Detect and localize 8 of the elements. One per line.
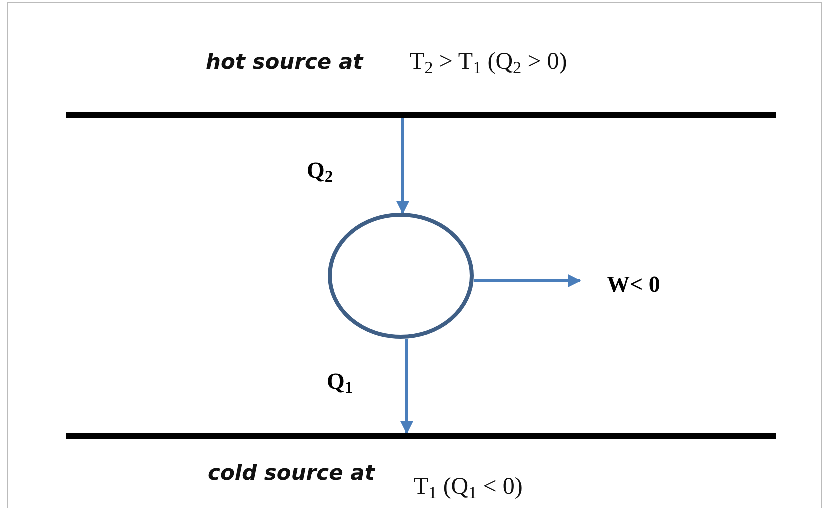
formula-text: T$_{1}$ (Q$_{1}$ < 0) — [414, 475, 523, 502]
formula-text: T$_{2}$ > T$_{1}$ (Q$_{2}$ > 0) — [410, 50, 568, 77]
arrow — [474, 274, 582, 288]
reservoir-label: cold source at — [208, 463, 375, 484]
arrow — [400, 339, 414, 434]
reservoir-label: hot source at — [206, 52, 364, 73]
heat-engine-circle — [328, 213, 474, 339]
arrow — [396, 118, 410, 214]
